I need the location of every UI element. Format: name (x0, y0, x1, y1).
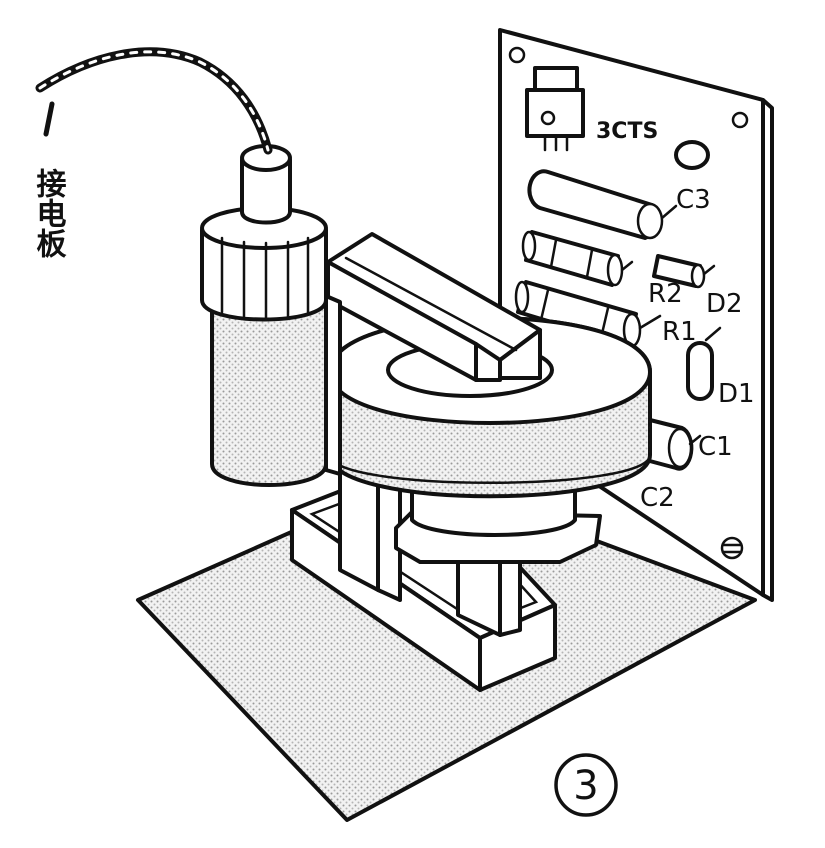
side-bracket (324, 294, 342, 476)
label-d1: D1 (718, 379, 755, 409)
figure-number: 3 (554, 753, 618, 817)
label-d2: D2 (706, 289, 743, 319)
capacitor-c1 (644, 418, 702, 471)
lead-wire (35, 47, 273, 155)
support-post (338, 468, 402, 602)
chip-3cts (525, 66, 585, 152)
resistor-r2 (521, 230, 634, 287)
board-grommet (674, 140, 710, 170)
mounting-hole (508, 46, 526, 64)
lower-disk (394, 486, 602, 564)
diode-d2 (652, 254, 716, 289)
label-pointer (43, 101, 55, 137)
label-c3: C3 (676, 185, 711, 215)
probe-housing (200, 144, 328, 487)
figure-number-text: 3 (573, 763, 598, 809)
label-c1: C1 (698, 432, 733, 462)
circuit-board-edge (761, 98, 774, 602)
diode-d1 (686, 326, 722, 401)
capacitor-c3 (527, 169, 678, 240)
label-r1: R1 (662, 317, 697, 347)
mounting-screw (720, 536, 744, 560)
label-c2: C2 (640, 483, 675, 513)
label-lead-wire: 接电板 (31, 168, 67, 259)
mounting-hole (731, 111, 749, 129)
label-3cts: 3CTS (596, 119, 658, 144)
label-r2: R2 (648, 279, 683, 309)
